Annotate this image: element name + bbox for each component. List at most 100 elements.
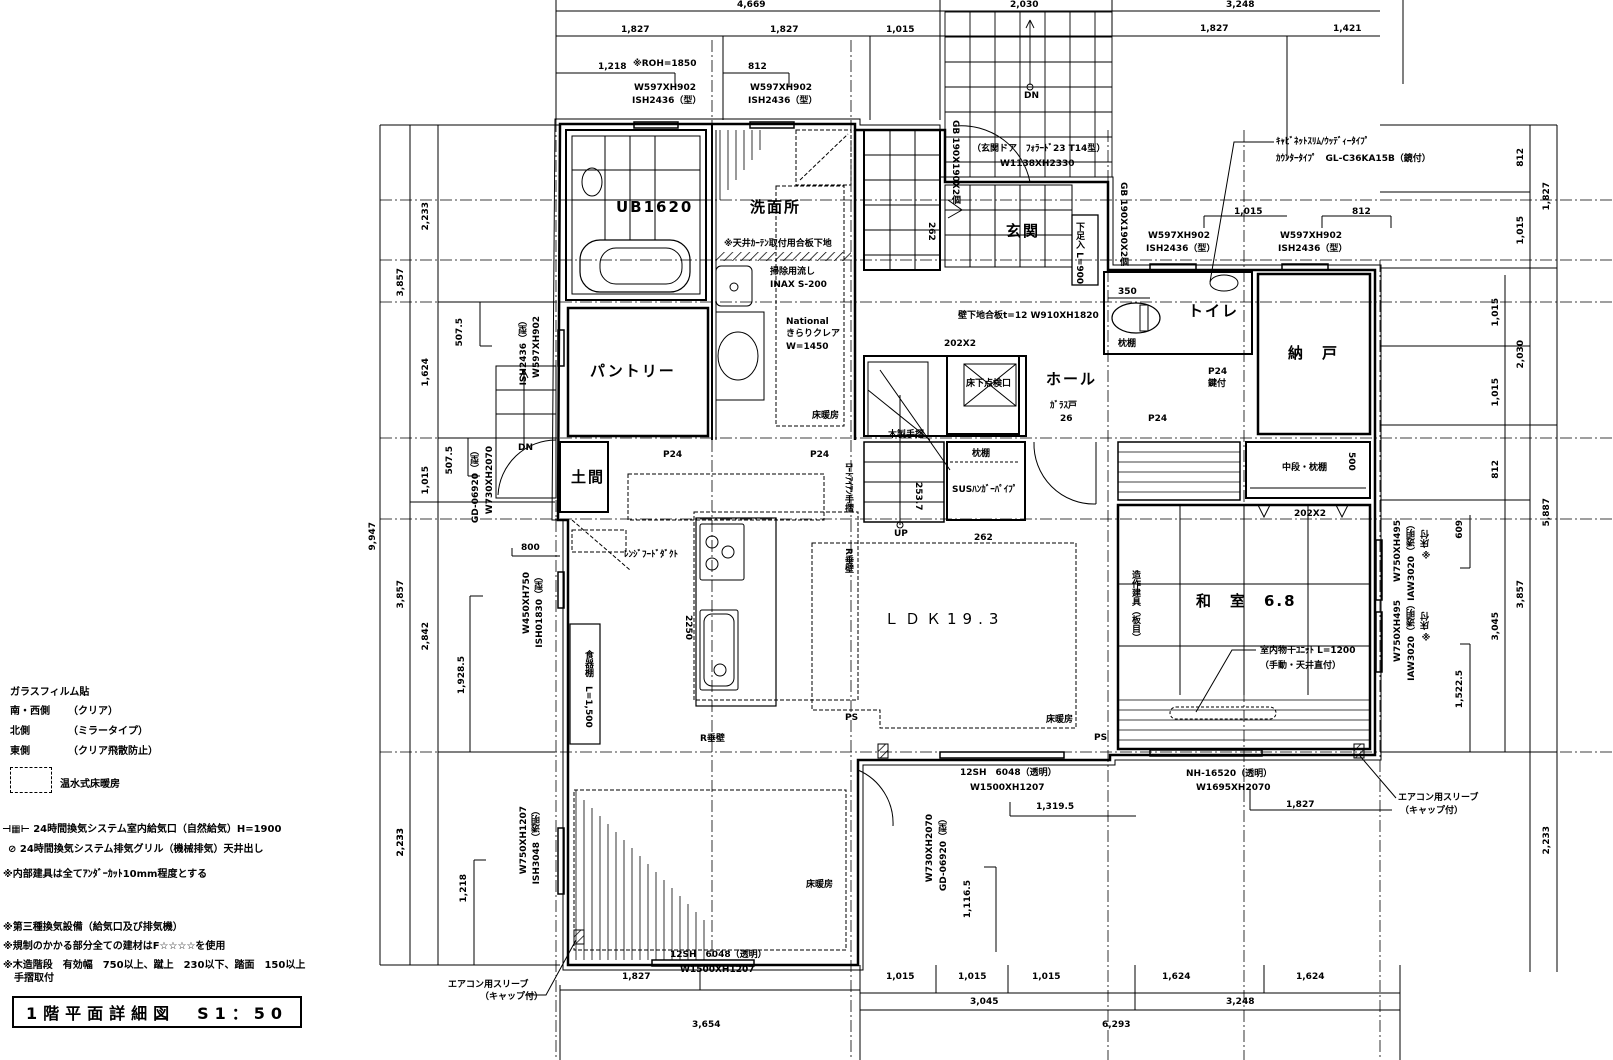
dim-bottom-3: 1,015 — [958, 972, 987, 982]
note-studs-washitsu: 202X2 — [1294, 509, 1326, 519]
note-iron-handrail: ﾛｰﾄｱｲｱﾝ手摺 — [843, 463, 853, 513]
note-shoe-cabinet: 下足入 L=900 — [1074, 222, 1084, 285]
dim-right-small-2: 1,522.5 — [1455, 670, 1465, 709]
door-ldk-east-spec: W730XH2070 — [925, 814, 935, 883]
note-glass-door: ｶﾞﾗｽ戸 — [1050, 401, 1078, 411]
dim-left-col1-2: 3,857 — [396, 580, 406, 609]
note-shelf-toilet: 枕棚 — [1118, 339, 1137, 349]
window-kitchen-spec: W450XH750 — [522, 572, 532, 634]
dim-bottom-1: 1,827 — [622, 972, 651, 982]
note-shelf-closet: 枕棚 — [972, 449, 991, 459]
dim-inner-2: 1,827 — [1286, 800, 1315, 810]
dim-inner-3: 1,116.5 — [963, 880, 973, 919]
note-262: 262 — [926, 222, 936, 241]
dim-right-col1-2: 1,015 — [1516, 216, 1526, 245]
note-ac-sleeve-west: エアコン用スリーブ — [448, 980, 529, 990]
legend-glass-north: 北側（ミラータイプ） — [10, 726, 148, 737]
legend-undercut-note: ※内部建具は全てｱﾝﾀﾞｰｶｯﾄ10mm程度とする — [3, 869, 208, 880]
note-step: 253.7 — [913, 482, 923, 511]
dim-left-total: 9,947 — [368, 522, 378, 551]
dim-top-row-2: 1,827 — [770, 25, 799, 35]
room-ldk: ＬＤＫ19.3 — [884, 610, 1005, 628]
note-cabinet-type: ｷｬﾋﾞﾈｯﾄｽﾘﾑ/ｳｯﾃﾞｨｰﾀｲﾌﾟ — [1276, 137, 1370, 147]
dim-right-col3-3: 2,233 — [1542, 826, 1552, 855]
window-toilet-model: ISH2436（型） — [1146, 244, 1216, 254]
dim-right-col3-2: 5,887 — [1542, 498, 1552, 527]
drawing-title: 1階平面詳細図 S1：50 — [12, 996, 302, 1028]
room-storage: 納 戸 — [1288, 344, 1340, 362]
window-wash-model: ISH2436（型） — [748, 96, 818, 106]
window-kitchen-model: ISH01830（型） — [535, 572, 545, 648]
window-wash-spec: W597XH902 — [750, 83, 812, 93]
dim-right-col1-4: 1,015 — [1491, 378, 1501, 407]
note-key-attached: 鍵付 — [1208, 379, 1227, 389]
dim-top-small-1: 1,218 — [598, 62, 627, 72]
window-ldk-south2-spec: W1500XH1207 — [970, 783, 1045, 793]
note-ceiling-curtain: ※天井ｶｰﾃﾝ取付用合板下地 — [724, 239, 832, 249]
note-drying-unit-mount: （手動・天井直付） — [1260, 661, 1342, 671]
room-washroom: 洗面所 — [750, 198, 802, 216]
window-washitsu-south-model: NH-16520（透明） — [1186, 769, 1273, 779]
note-p24-hall: P24 — [1148, 414, 1168, 424]
dim-top-row-3: 1,015 — [886, 25, 915, 35]
window-storage-spec: W597XH902 — [1280, 231, 1342, 241]
dim-left-col2-3: 1,015 — [421, 466, 431, 495]
floor-heating-symbol — [10, 767, 52, 793]
dim-right-col2-3: 3,857 — [1516, 580, 1526, 609]
note-entrance-door-size: W1138XH2330 — [1000, 159, 1075, 169]
dim-left-col3-4: 1,218 — [459, 874, 469, 903]
window-washitsu-east1-note: ※床付 — [1421, 530, 1431, 558]
dim-right-col1-1: 812 — [1516, 148, 1526, 167]
window-toilet-spec: W597XH902 — [1148, 231, 1210, 241]
window-storage-model: ISH2436（型） — [1278, 244, 1348, 254]
note-floor-heat-ldk: 床暖房 — [1046, 715, 1074, 725]
legend-vent-exhaust: ⊘ 24時間換気システム排気グリル（機械排気）天井出し — [8, 844, 264, 855]
window-washitsu-east2-note: ※床付 — [1421, 612, 1431, 640]
dim-inner-1: 1,319.5 — [1036, 802, 1075, 812]
dim-top-total-2: 2,030 — [1010, 0, 1039, 10]
room-washitsu: 和 室 6.8 — [1196, 592, 1297, 610]
legend-glass-film-title: ガラスフィルム貼 — [10, 687, 90, 698]
dim-top-total-3: 3,248 — [1226, 0, 1255, 10]
note-mid-shelf: 中段・枕棚 — [1282, 463, 1328, 473]
room-doma: 土間 — [571, 468, 606, 486]
note-slop-sink-model: INAX S-200 — [770, 280, 827, 290]
note-ac-sleeve-west-cap: （キャップ付） — [480, 992, 544, 1002]
window-washitsu-south-spec: W1695XH2070 — [1196, 783, 1271, 793]
walls — [495, 11, 1397, 996]
note-r-hanging-wall-2: R垂壁 — [843, 548, 853, 573]
dim-bottom-sub-1: 3,045 — [970, 997, 999, 1007]
dim-left-col3-1: 507.5 — [455, 318, 465, 347]
note-entrance-door: （玄関ドア ﾌｫﾗｰﾄﾞ23 T14型） — [972, 144, 1106, 154]
note-vanity-brand: National — [786, 317, 829, 327]
dim-bottom-total-1: 3,654 — [692, 1020, 721, 1030]
door-doma-model: GD-06920（型） — [471, 446, 481, 524]
dim-left-800: 800 — [521, 543, 540, 553]
room-pantry: パントリー — [590, 362, 676, 380]
note-underfloor-hatch: 床下点検口 — [966, 379, 1012, 389]
note-p24-wash: P24 — [810, 450, 830, 460]
dim-top-small-2: 812 — [748, 62, 767, 72]
dim-bottom-5: 1,624 — [1162, 972, 1191, 982]
note-cabinet-counter: ｶｳﾝﾀｰﾀｲﾌﾟ GL-C36KA15B（鏡付） — [1276, 154, 1431, 164]
legend-glass-east: 東側（クリア飛散防止） — [10, 746, 158, 757]
window-pantry-spec: W597XH902 — [532, 316, 542, 378]
note-gb-block-2: GB 190X190X2個 — [1118, 182, 1128, 267]
window-washitsu-east1-spec: W750XH495 — [1393, 520, 1403, 582]
note-fixture-door: 造作建具（板目） — [1130, 570, 1140, 642]
ps-label-ldk: PS — [845, 713, 859, 723]
note-p24-pantry: P24 — [663, 450, 683, 460]
note-handrail: 木製手摺 — [888, 430, 925, 440]
window-ldk-south-model: 12SH 6048（透明） — [670, 950, 767, 960]
dim-left-col3-2: 507.5 — [445, 446, 455, 475]
note-roh: ※ROH=1850 — [633, 59, 697, 69]
window-bath-spec: W597XH902 — [634, 83, 696, 93]
dim-bottom-4: 1,015 — [1032, 972, 1061, 982]
vent-supply-icon: ⊣▦⊢ — [2, 824, 34, 835]
dim-right-col1-5: 812 — [1491, 460, 1501, 479]
note-dish-cabinet: 食器棚 L=1,500 — [583, 650, 593, 728]
note-studs-hall: 202X2 — [944, 339, 976, 349]
porch-down-label: DN — [1024, 91, 1040, 101]
note-wall-plywood: 壁下地合板t=12 W910XH1820 — [958, 311, 1099, 321]
